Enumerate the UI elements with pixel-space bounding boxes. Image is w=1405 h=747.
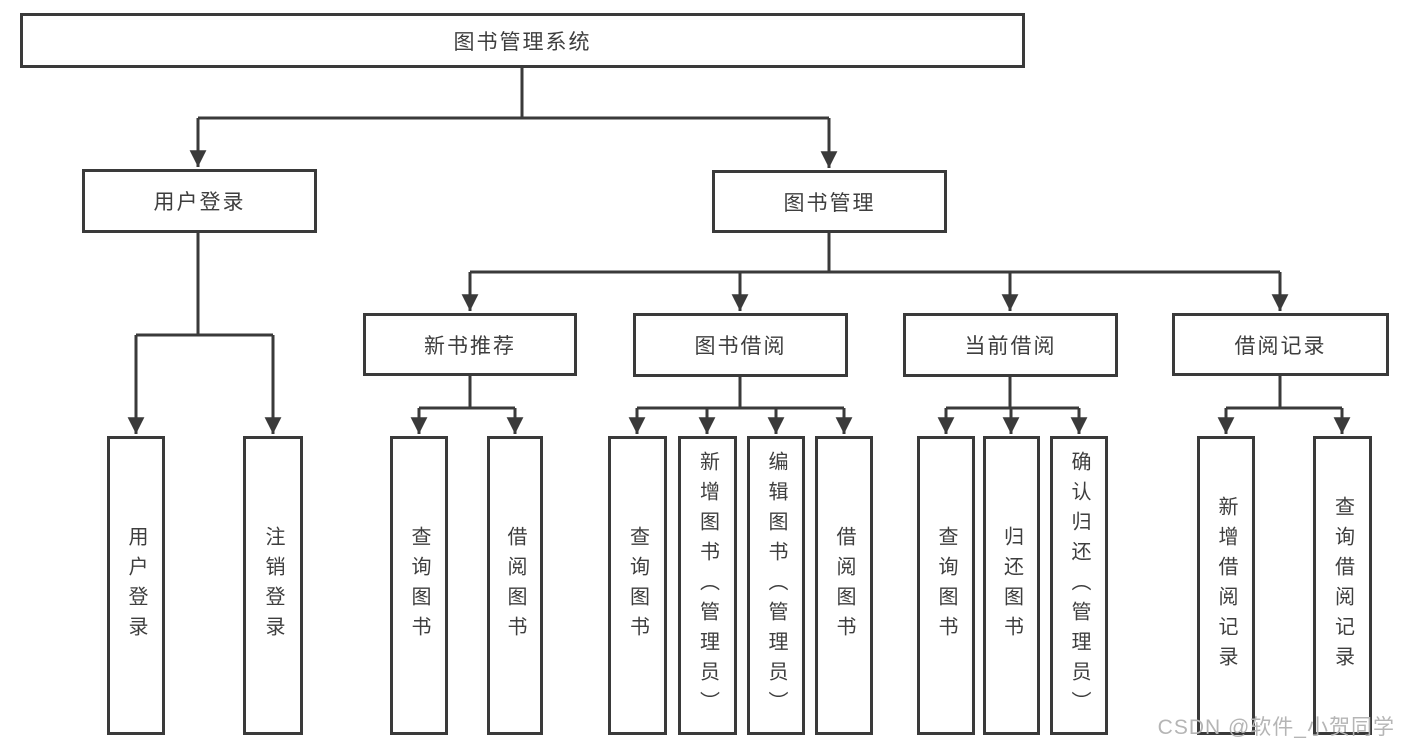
node-label: 图书借阅 — [694, 335, 787, 358]
leaf-label: 新增图书（管理员） — [696, 450, 719, 721]
leaf-logout: 注销登录 — [243, 436, 303, 735]
node-borrowing-records: 借阅记录 — [1172, 313, 1389, 376]
node-label: 图书管理系统 — [453, 30, 592, 54]
leaf-borrow-books-recommend: 借阅图书 — [487, 436, 543, 735]
csdn-watermark: CSDN @软件_小贺同学 — [1157, 716, 1395, 739]
leaf-query-books-borrowing: 查询图书 — [608, 436, 667, 735]
node-new-book-recommend: 新书推荐 — [363, 313, 577, 376]
node-library-management-system: 图书管理系统 — [20, 13, 1025, 68]
leaf-label: 查询图书 — [935, 525, 957, 646]
node-label: 图书管理 — [783, 191, 876, 215]
leaf-add-book-admin: 新增图书（管理员） — [678, 436, 737, 735]
node-label: 用户登录 — [153, 191, 246, 214]
node-label: 新书推荐 — [424, 334, 516, 358]
leaf-label: 用户登录 — [125, 525, 147, 646]
node-book-management: 图书管理 — [712, 170, 947, 233]
node-current-borrowing: 当前借阅 — [903, 313, 1118, 377]
node-label: 借阅记录 — [1234, 334, 1327, 358]
leaf-edit-book-admin: 编辑图书（管理员） — [747, 436, 805, 735]
leaf-query-books-recommend: 查询图书 — [390, 436, 448, 735]
leaf-query-borrow-record: 查询借阅记录 — [1313, 436, 1372, 735]
leaf-add-borrow-record: 新增借阅记录 — [1197, 436, 1255, 735]
leaf-borrow-books: 借阅图书 — [815, 436, 873, 735]
leaf-label: 查询图书 — [408, 525, 430, 646]
leaf-label: 查询借阅记录 — [1331, 495, 1354, 676]
leaf-label: 确认归还（管理员） — [1068, 450, 1090, 721]
leaf-label: 注销登录 — [262, 525, 284, 646]
node-user-login: 用户登录 — [82, 169, 317, 233]
leaf-user-login: 用户登录 — [107, 436, 165, 735]
leaf-label: 借阅图书 — [833, 525, 855, 646]
leaf-confirm-return-admin: 确认归还（管理员） — [1050, 436, 1108, 735]
leaf-label: 归还图书 — [1000, 525, 1023, 646]
leaf-label: 查询图书 — [626, 525, 649, 646]
leaf-label: 编辑图书（管理员） — [765, 450, 787, 721]
node-book-borrowing: 图书借阅 — [633, 313, 848, 377]
leaf-return-book: 归还图书 — [983, 436, 1040, 735]
node-label: 当前借阅 — [964, 335, 1057, 358]
leaf-label: 新增借阅记录 — [1215, 495, 1237, 676]
leaf-label: 借阅图书 — [504, 525, 526, 646]
leaf-query-books-current: 查询图书 — [917, 436, 975, 735]
